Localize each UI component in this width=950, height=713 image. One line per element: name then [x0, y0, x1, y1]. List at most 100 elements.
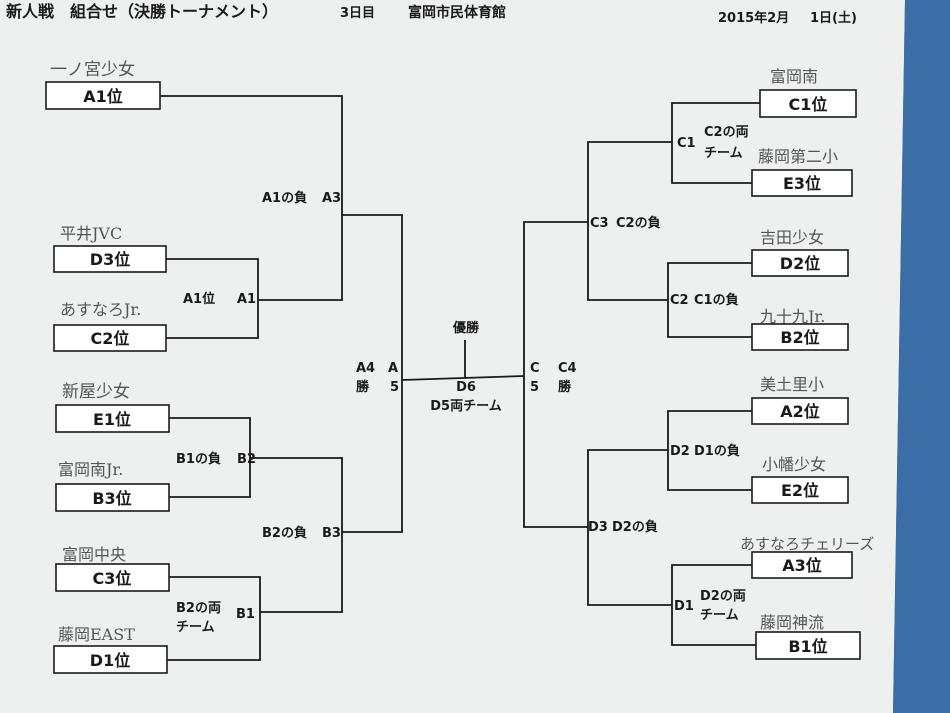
paper-background — [0, 0, 905, 713]
c1-note-line2: チーム — [704, 146, 743, 161]
b2-code: B2 — [237, 452, 256, 467]
seed-label: C2位 — [91, 329, 130, 348]
right-team-1: 富岡南 C1位 — [759, 67, 857, 118]
venue-label: 富岡市民体育館 — [408, 4, 506, 21]
final-note: D5両チーム — [430, 399, 501, 414]
right-team-6: 小幡少女 E2位 — [751, 455, 849, 504]
b2-note-line2: チーム — [176, 620, 215, 635]
c4-note: C4 — [558, 361, 577, 376]
seed-label: A3位 — [782, 556, 822, 575]
left-team-1: 一ノ宮少女 A1位 — [45, 60, 161, 110]
right-team-5: 美土里小 A2位 — [751, 375, 849, 425]
d2-code: D2 — [670, 444, 690, 459]
a1-code: A1 — [237, 292, 256, 307]
seed-box — [53, 245, 167, 273]
d1-note-line2: チーム — [700, 608, 739, 623]
left-team-7: 藤岡EAST D1位 — [53, 625, 168, 674]
page-title: 新人戦 組合せ（決勝トーナメント） — [6, 2, 278, 21]
right-bracket-lines — [523, 102, 760, 646]
d1-code: D1 — [674, 599, 694, 614]
d2-note: D1の負 — [694, 443, 740, 459]
team-name-handwritten: 富岡中央 — [62, 545, 126, 564]
c4-code: C — [530, 361, 540, 376]
a3-note: A1の負 — [262, 190, 307, 206]
seed-label: C3位 — [93, 569, 132, 588]
left-team-5: 富岡南Jr. B3位 — [55, 460, 170, 512]
date-label: 2015年2月 — [718, 10, 789, 26]
team-name-handwritten: あすなろJr. — [60, 300, 141, 319]
b3-note: B2の負 — [262, 525, 307, 541]
c4-win: 勝 — [558, 379, 572, 395]
b3-code: B3 — [322, 526, 341, 541]
c3-code: C3 — [590, 216, 609, 231]
b1-note: B1の負 — [176, 451, 221, 467]
team-name-handwritten: 新屋少女 — [62, 382, 130, 402]
seed-label: D2位 — [780, 254, 820, 273]
team-name-handwritten: 美土里小 — [760, 375, 824, 394]
day-label: 3日目 — [340, 6, 375, 21]
c1-code: C1 — [677, 136, 696, 151]
team-name-handwritten: 富岡南Jr. — [58, 460, 123, 479]
seed-label: E3位 — [783, 174, 821, 193]
a4-win: 勝 — [356, 379, 370, 395]
right-team-3: 吉田少女 D2位 — [751, 228, 849, 277]
team-name-handwritten: 藤岡第二小 — [758, 147, 838, 166]
seed-box — [751, 323, 849, 351]
seed-box — [751, 476, 849, 504]
a3-code: A3 — [322, 191, 341, 206]
team-name-handwritten: あすなろチェリーズ — [740, 535, 874, 553]
seed-box — [55, 404, 170, 433]
seed-label: B1位 — [788, 637, 827, 656]
seed-box — [751, 169, 853, 197]
team-name-handwritten: 平井JVC — [60, 224, 122, 243]
champion-label: 優勝 — [452, 320, 480, 336]
right-team-4: 九十九Jr. B2位 — [751, 307, 849, 351]
seed-box — [53, 645, 168, 674]
c1-note: C2の両 — [704, 125, 749, 140]
d3-code: D3 — [588, 520, 608, 535]
seed-label: B3位 — [92, 489, 131, 508]
right-team-2: 藤岡第二小 E3位 — [751, 147, 853, 197]
seed-box — [53, 324, 167, 352]
left-team-2: 平井JVC D3位 — [53, 224, 167, 273]
team-name-handwritten: 一ノ宮少女 — [50, 60, 135, 80]
left-bracket-lines — [160, 95, 525, 661]
left-team-3: あすなろJr. C2位 — [53, 300, 167, 352]
seed-box — [751, 551, 853, 579]
a4-note: A4 — [356, 361, 375, 376]
final-code: D6 — [456, 380, 476, 395]
a4-num: 5 — [390, 380, 399, 395]
seed-label: E2位 — [781, 481, 819, 500]
team-name-handwritten: 藤岡神流 — [760, 613, 824, 632]
c4-num: 5 — [530, 380, 539, 395]
seed-label: C1位 — [789, 95, 828, 114]
d3-note: D2の負 — [612, 519, 658, 535]
paper-shadow-edge — [893, 0, 950, 713]
team-name-handwritten: 九十九Jr. — [760, 307, 825, 326]
date-day-label: 1日(土) — [810, 10, 857, 26]
d1-note: D2の両 — [700, 589, 746, 604]
seed-label: D3位 — [90, 250, 130, 269]
seed-label: E1位 — [93, 410, 131, 429]
team-name-handwritten: 富岡南 — [770, 67, 818, 86]
team-name-handwritten: 吉田少女 — [760, 228, 824, 247]
a4-code: A — [388, 361, 398, 376]
seed-label: A1位 — [83, 87, 123, 106]
c2-code: C2 — [670, 293, 689, 308]
c2-note: C1の負 — [694, 292, 739, 308]
b2-note: B2の両 — [176, 601, 221, 616]
team-name-handwritten: 藤岡EAST — [58, 625, 135, 644]
left-team-4: 新屋少女 E1位 — [55, 382, 170, 433]
b1-code: B1 — [236, 607, 255, 622]
c3-note: C2の負 — [616, 215, 661, 231]
seed-box — [759, 89, 857, 118]
a1-note: A1位 — [183, 291, 215, 307]
right-team-7: あすなろチェリーズ A3位 — [740, 535, 874, 579]
seed-label: A2位 — [780, 402, 820, 421]
seed-label: B2位 — [780, 328, 819, 347]
seed-box — [55, 483, 170, 512]
seed-label: D1位 — [90, 651, 130, 670]
team-name-handwritten: 小幡少女 — [762, 455, 826, 474]
seed-box — [751, 249, 849, 277]
